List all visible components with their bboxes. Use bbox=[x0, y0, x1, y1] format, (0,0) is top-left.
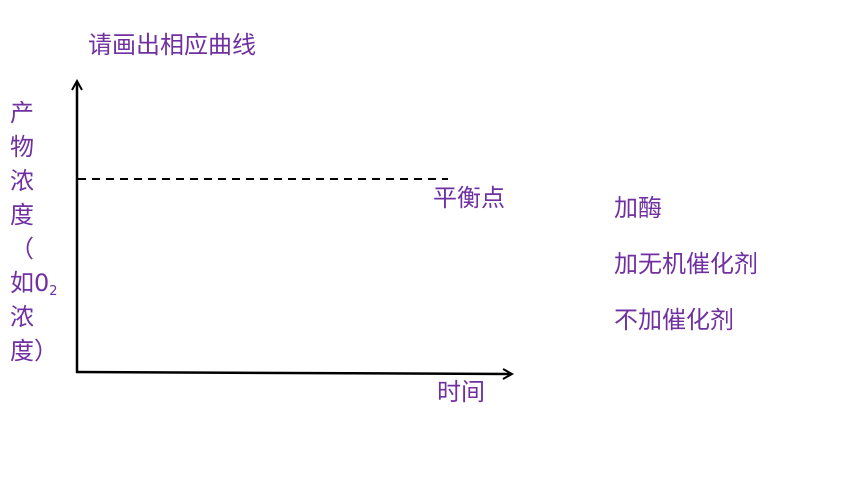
y-axis-label-char: 度 bbox=[10, 201, 34, 229]
y-axis-label-oxygen-line: 如02 bbox=[10, 266, 58, 300]
y-axis-label-char: 度） bbox=[10, 337, 58, 365]
y-axis-label-char: 浓 bbox=[10, 167, 34, 195]
y-axis-label: 产 物 浓 度 （ 如02 浓 度） bbox=[10, 96, 58, 368]
equilibrium-label: 平衡点 bbox=[433, 184, 505, 212]
condition-options: 加酶 加无机催化剂 不加催化剂 bbox=[614, 196, 758, 364]
option-enzyme: 加酶 bbox=[614, 194, 662, 222]
y-axis-label-char: （ bbox=[10, 235, 34, 263]
option-no-catalyst: 不加催化剂 bbox=[614, 306, 734, 334]
oxygen-subscript: 2 bbox=[49, 284, 58, 299]
option-inorganic-catalyst: 加无机催化剂 bbox=[614, 250, 758, 278]
y-axis-label-char: 产 bbox=[10, 99, 34, 127]
y-axis-label-char: 浓 bbox=[10, 303, 34, 331]
x-axis-label: 时间 bbox=[437, 378, 485, 406]
x-axis-line bbox=[75, 372, 511, 374]
y-axis-label-char: 物 bbox=[10, 133, 34, 161]
y-axis-label-char: 如0 bbox=[10, 269, 50, 297]
page-title: 请画出相应曲线 bbox=[88, 31, 256, 59]
